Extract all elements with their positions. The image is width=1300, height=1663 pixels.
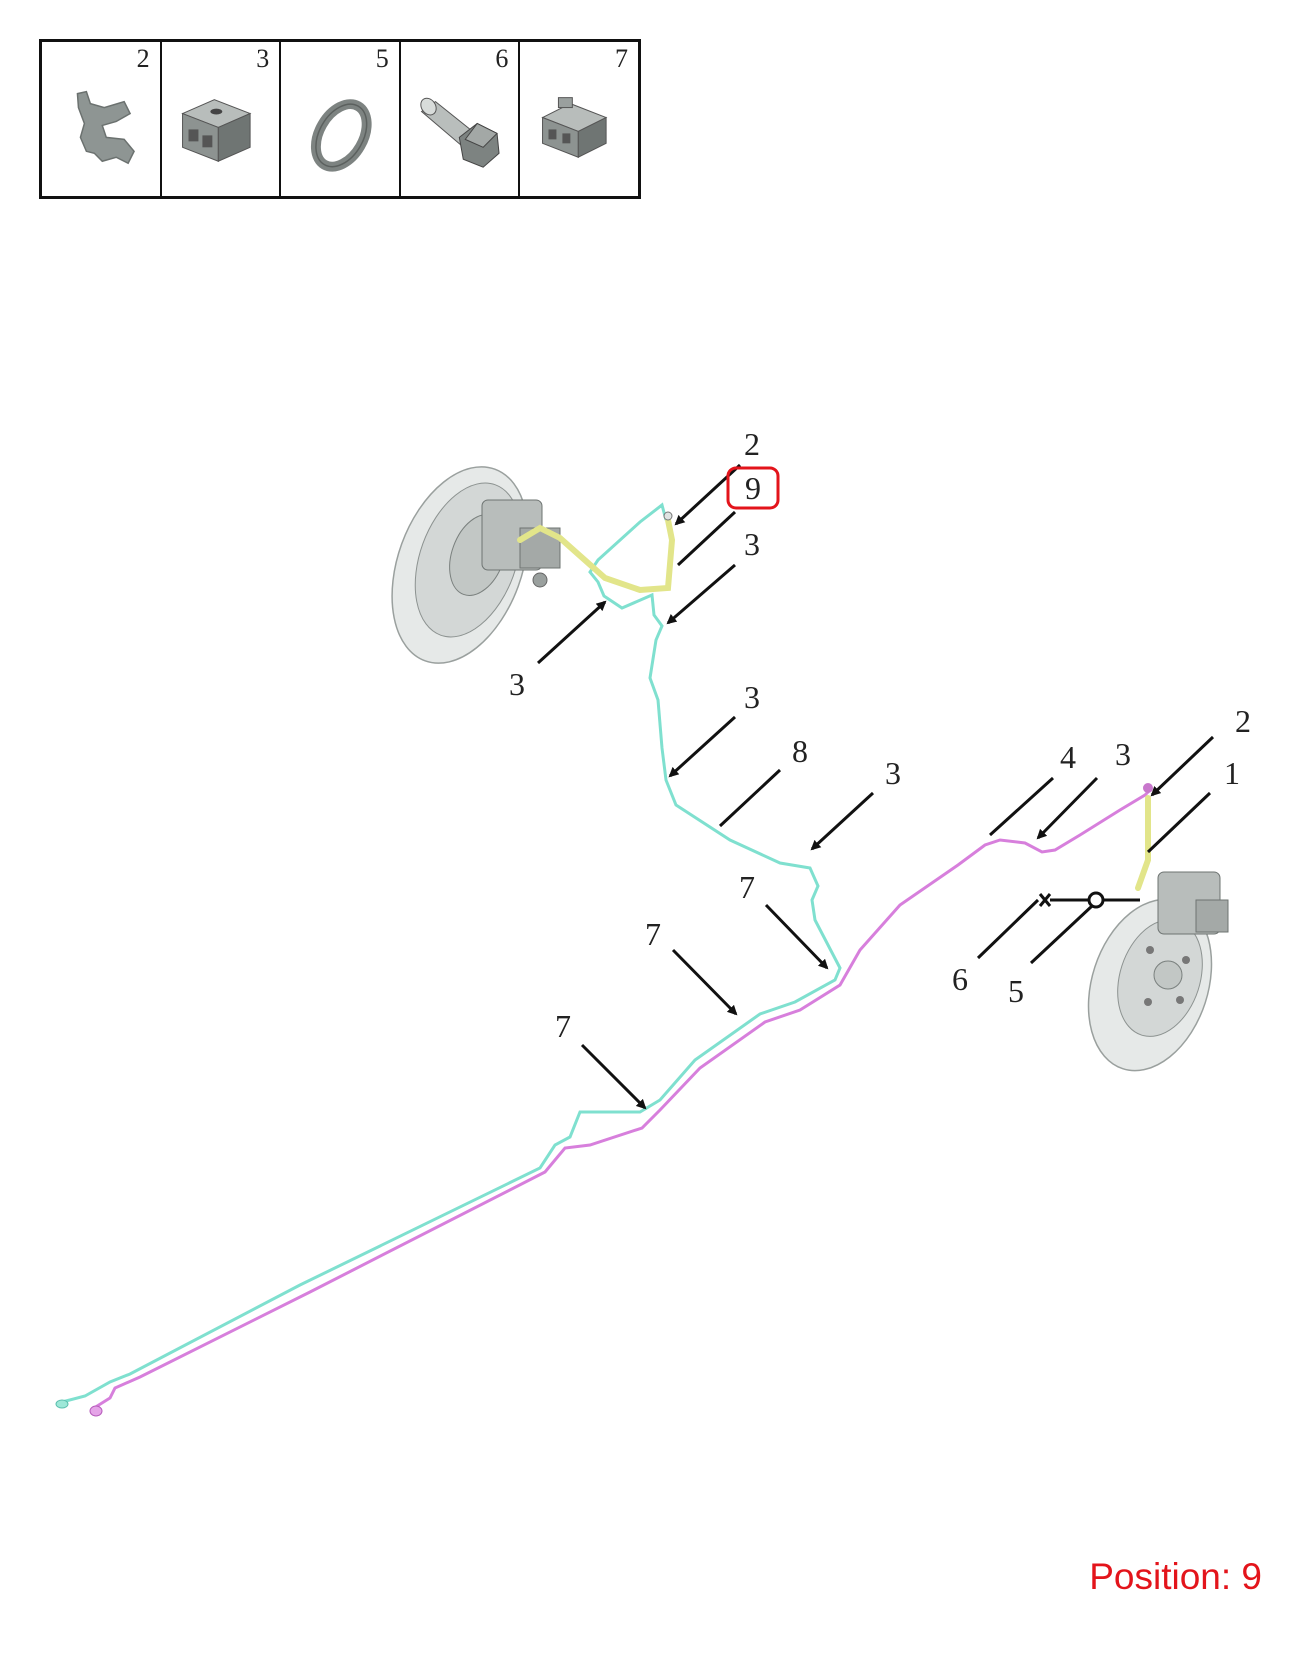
callout-2[interactable]: 2 bbox=[1235, 703, 1251, 739]
callout-2[interactable]: 2 bbox=[744, 426, 760, 462]
washer-symbol bbox=[1087, 891, 1105, 909]
callout-6[interactable]: 6 bbox=[952, 961, 968, 997]
callout-7[interactable]: 7 bbox=[645, 916, 661, 952]
left-brake-disc-assembly bbox=[391, 466, 561, 664]
pipe-clamp-block-icon bbox=[180, 99, 252, 162]
legend-number: 6 bbox=[495, 44, 509, 73]
legend-item-2[interactable]: 2 bbox=[42, 42, 162, 196]
legend-item-3[interactable]: 3 bbox=[162, 42, 282, 196]
callout-3[interactable]: 3 bbox=[885, 755, 901, 791]
legend-number: 3 bbox=[256, 44, 270, 73]
hose-fitting-left bbox=[663, 511, 673, 521]
line-end-cyan bbox=[55, 1399, 69, 1409]
callout-4[interactable]: 4 bbox=[1060, 739, 1076, 775]
leader-lines bbox=[536, 463, 1215, 1110]
clip-icon bbox=[76, 90, 135, 165]
legend-item-5[interactable]: 5 bbox=[281, 42, 401, 196]
callout-5[interactable]: 5 bbox=[1008, 973, 1024, 1009]
brake-line-cyan bbox=[61, 502, 842, 1404]
legend-number: 2 bbox=[136, 44, 150, 73]
legend-item-6[interactable]: 6 bbox=[401, 42, 521, 196]
callout-8[interactable]: 8 bbox=[792, 733, 808, 769]
callout-3[interactable]: 3 bbox=[1115, 736, 1131, 772]
brake-hose-right bbox=[1135, 795, 1151, 891]
washer-icon bbox=[311, 99, 372, 172]
callout-3[interactable]: 3 bbox=[509, 666, 525, 702]
highlight-box bbox=[726, 466, 780, 510]
brake-hose-left bbox=[517, 517, 676, 594]
brake-line-magenta bbox=[93, 788, 1152, 1410]
callout-3[interactable]: 3 bbox=[744, 679, 760, 715]
callout-7[interactable]: 7 bbox=[739, 869, 755, 905]
position-indicator: Position: 9 bbox=[1089, 1556, 1262, 1597]
legend-number: 5 bbox=[375, 44, 389, 73]
parts-legend: 2 3 5 6 7 bbox=[39, 39, 641, 199]
right-brake-disc-assembly bbox=[1087, 871, 1229, 1072]
double-pipe-clamp-icon bbox=[541, 97, 608, 159]
legend-item-7[interactable]: 7 bbox=[520, 42, 638, 196]
callout-3[interactable]: 3 bbox=[744, 526, 760, 562]
callout-1[interactable]: 1 bbox=[1224, 755, 1240, 791]
bolt-symbol bbox=[1038, 893, 1052, 907]
hose-fitting-right bbox=[1143, 783, 1153, 793]
line-end-magenta bbox=[89, 1405, 103, 1417]
callout-7[interactable]: 7 bbox=[555, 1008, 571, 1044]
legend-number: 7 bbox=[614, 44, 628, 73]
callout-9[interactable]: 9 bbox=[745, 470, 761, 506]
hollow-bolt-icon bbox=[420, 97, 500, 168]
